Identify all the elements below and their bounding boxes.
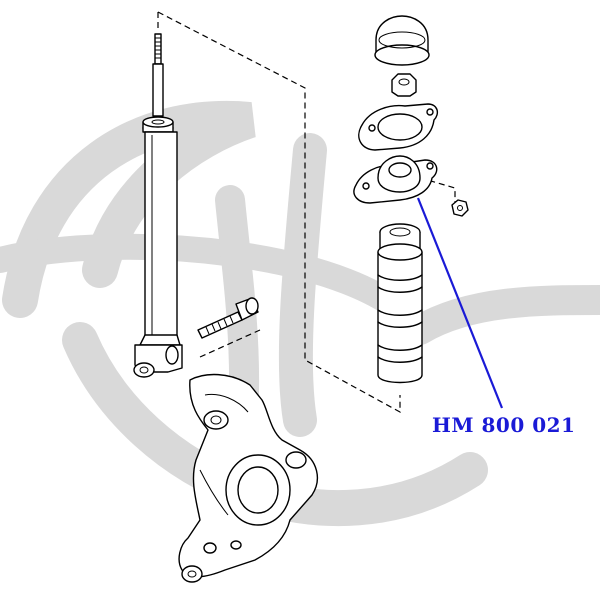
- bump-stop-boot: [377, 223, 423, 384]
- dust-cap: [374, 15, 430, 66]
- part-number-label: HM 800 021: [432, 413, 575, 437]
- callout-leader-line: [416, 197, 504, 409]
- top-plate: [358, 103, 439, 151]
- mounting-bolt: [197, 297, 259, 339]
- steering-knuckle: [178, 373, 319, 583]
- top-nut: [391, 73, 417, 97]
- mount-nut: [451, 199, 469, 217]
- shock-absorber: [133, 33, 183, 378]
- strut-mount: [353, 155, 438, 204]
